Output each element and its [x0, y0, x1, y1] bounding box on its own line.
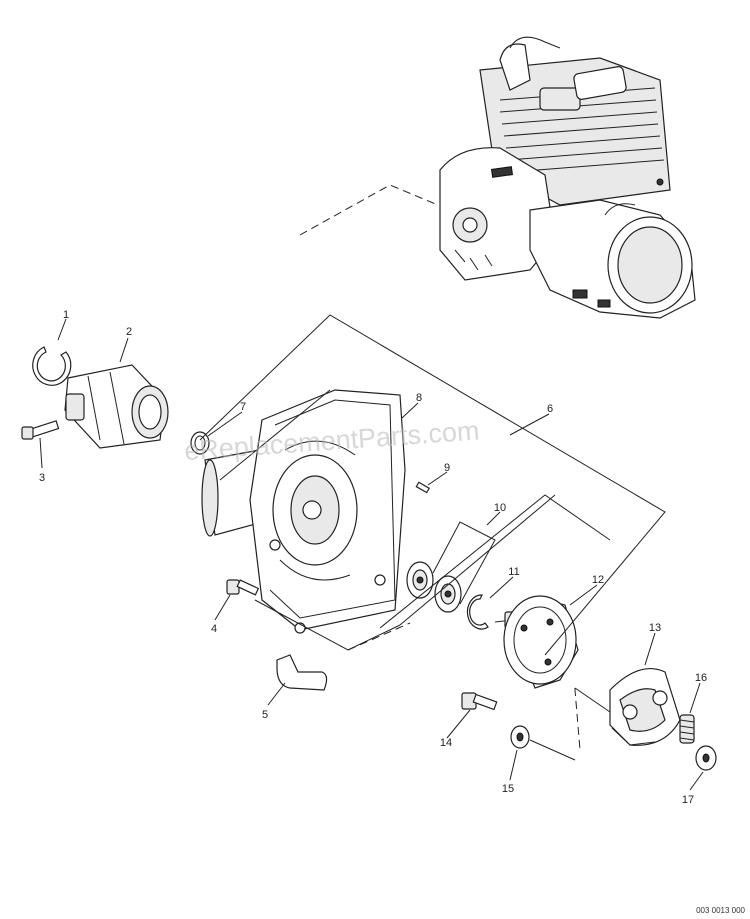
document-number: 003 0013 000 — [696, 906, 745, 915]
engine-leader-line — [299, 184, 439, 236]
callout-4: 4 — [211, 623, 217, 635]
callout-9: 9 — [444, 462, 450, 474]
assembly-bracket-lines — [199, 314, 666, 761]
callout-8: 8 — [416, 392, 422, 404]
spring-part-16 — [679, 714, 695, 744]
bracket-part-5 — [276, 654, 328, 691]
callout-leaders — [39, 318, 704, 791]
callout-11: 11 — [508, 566, 519, 578]
coupling-part-2 — [64, 364, 169, 449]
bolt-part-3 — [21, 420, 60, 440]
bolt-part-4 — [226, 579, 260, 596]
clutch-drum-part-12 — [494, 595, 579, 689]
pin-part-9 — [415, 481, 431, 494]
callout-17: 17 — [682, 794, 694, 806]
callout-14: 14 — [440, 737, 452, 749]
engine-assembly-drawing — [439, 36, 696, 319]
clutch-housing-part-8 — [201, 389, 406, 634]
callout-6: 6 — [547, 403, 553, 415]
callout-10: 10 — [494, 502, 506, 514]
callout-12: 12 — [592, 574, 604, 586]
callout-2: 2 — [126, 326, 132, 338]
bearings-part-10 — [406, 561, 462, 613]
callout-3: 3 — [39, 472, 45, 484]
circlip-part-1 — [32, 346, 72, 386]
callout-1: 1 — [63, 309, 69, 321]
snap-ring-part-11 — [466, 594, 489, 630]
clutch-shoes-part-13 — [609, 668, 681, 746]
callout-16: 16 — [695, 672, 707, 684]
callout-13: 13 — [649, 622, 661, 634]
bolt-part-14 — [461, 692, 498, 711]
callout-7: 7 — [240, 401, 246, 413]
callout-labels: 1 2 3 4 5 6 7 8 9 10 11 12 13 14 15 16 1… — [39, 309, 707, 806]
o-ring-part-7 — [190, 431, 210, 455]
callout-15: 15 — [502, 783, 514, 795]
callout-5: 5 — [262, 709, 268, 721]
